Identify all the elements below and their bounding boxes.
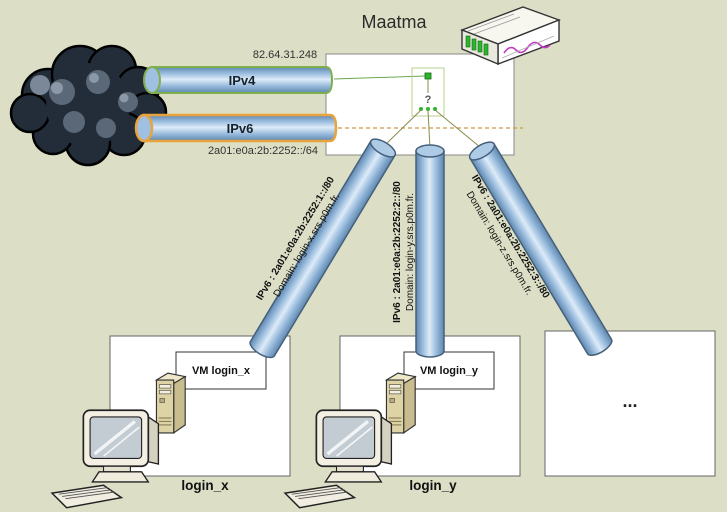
ipv6-pipe-label: IPv6	[227, 121, 254, 136]
host-label-2: login_y	[409, 478, 457, 493]
router-icon	[460, 6, 561, 66]
host-box	[325, 53, 515, 156]
desktop-computer-icon-2	[283, 408, 394, 510]
vm-label-2: VM login_y	[420, 365, 479, 377]
ipv4-pipe	[143, 66, 334, 94]
bridge-node-icon	[424, 72, 432, 80]
svg-text:Domain: login-y.srs.p0m.fr.: Domain: login-y.srs.p0m.fr.	[405, 193, 416, 311]
vm-label-1: VM login_x	[192, 365, 251, 377]
vm-label-box-2	[403, 351, 495, 390]
host-label-1: login_x	[181, 478, 229, 493]
vm-tower-icon-1	[155, 372, 186, 434]
bridge-unknown-marker: ?	[425, 94, 432, 106]
desktop-computer-icon-1	[50, 408, 161, 510]
ipv4-pipe-label: IPv4	[229, 73, 257, 88]
svg-text:IPv6 : 2a01:e0a:2b:2252:2::/80: IPv6 : 2a01:e0a:2b:2252:2::/80	[392, 181, 403, 323]
ipv4-address-label: 82.64.31.248	[253, 49, 317, 61]
internet-cloud-icon	[9, 44, 168, 167]
ipv6-pipe	[134, 113, 338, 143]
tunnel-label-2: IPv6 : 2a01:e0a:2b:2252:2::/80 Domain: l…	[392, 181, 416, 323]
host-internal-bridge	[333, 67, 523, 150]
ipv6-prefix-label: 2a01:e0a:2b:2252::/64	[208, 145, 318, 157]
vm-label-box-1	[175, 351, 267, 390]
tunnel-pipe-1	[249, 138, 397, 359]
tunnel-pipe-3	[468, 141, 613, 357]
tunnel-pipe-2	[415, 144, 445, 358]
vm-more-label: ...	[622, 391, 637, 411]
vm-zone-more	[544, 330, 716, 477]
diagram-title: Maatma	[361, 12, 427, 32]
